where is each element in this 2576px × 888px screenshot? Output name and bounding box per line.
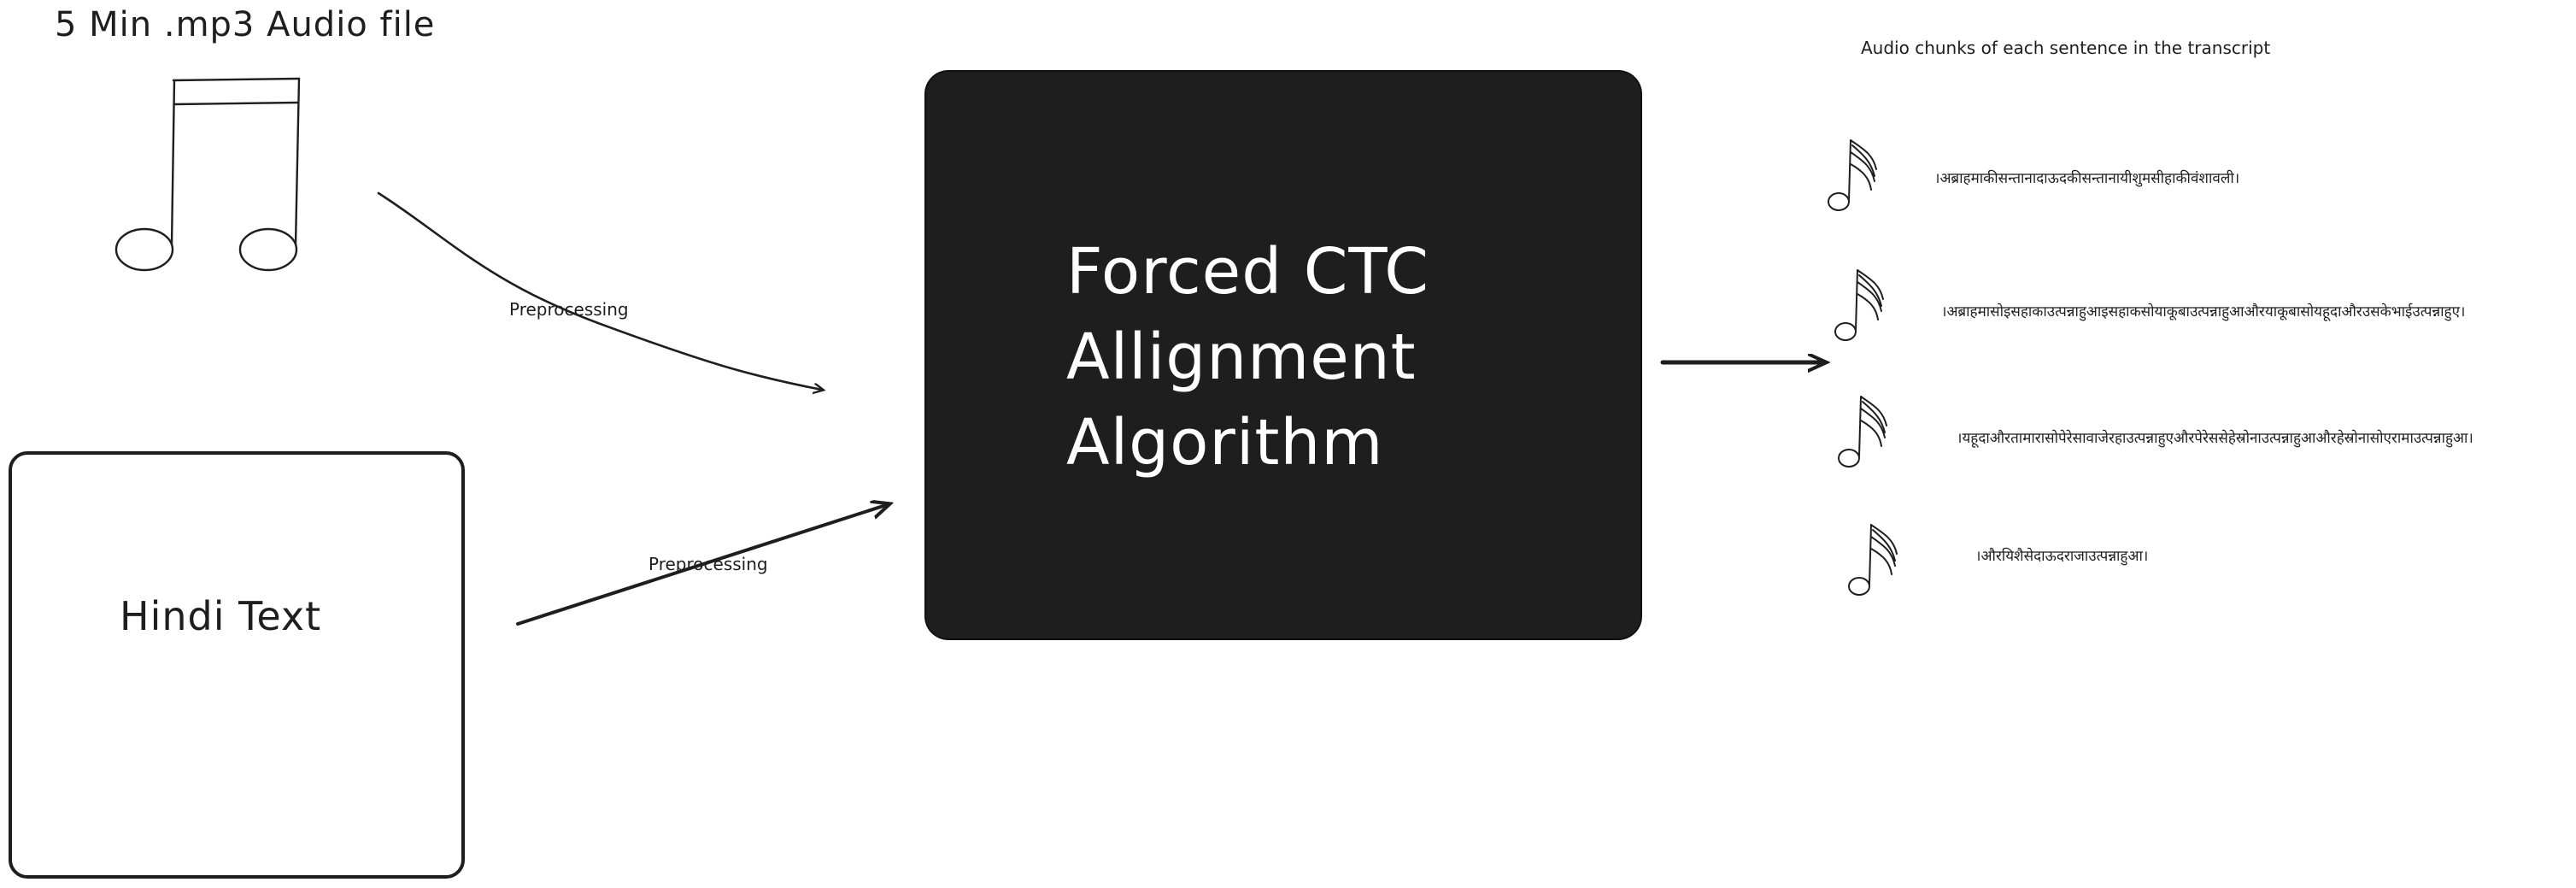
output-title: Audio chunks of each sentence in the tra… bbox=[1861, 38, 2271, 58]
text-to-algorithm-arrow bbox=[516, 504, 889, 626]
music-note-icon bbox=[1848, 524, 1898, 596]
algorithm-title-line: Forced CTC bbox=[1066, 235, 1429, 309]
chunk-note-icons bbox=[1828, 139, 1898, 596]
chunk-sentence: ।औरयिशैसेदाऊदराजाउत्पन्नाहुआ। bbox=[1975, 548, 2149, 565]
chunk-sentence: ।यहूदाऔरतामारासोपेरेसावाजेरहाउत्पन्नाहुए… bbox=[1957, 430, 2473, 447]
algorithm-box bbox=[926, 72, 1640, 638]
music-note-icon bbox=[114, 77, 301, 272]
music-note-icon bbox=[1834, 269, 1884, 341]
audio-file-title: 5 Min .mp3 Audio file bbox=[55, 5, 436, 44]
audio-edge-label: Preprocessing bbox=[509, 299, 629, 320]
algorithm-title-line: Allignment bbox=[1066, 321, 1417, 394]
chunk-sentence: ।अब्राहमासोइसहाकाउत्पन्नाहुआइसहाकसोयाकूब… bbox=[1941, 303, 2466, 321]
audio-to-algorithm-arrow bbox=[377, 191, 822, 390]
music-note-icon bbox=[1838, 396, 1887, 468]
hindi-text-label: Hindi Text bbox=[120, 593, 322, 639]
algorithm-title-line: Algorithm bbox=[1066, 406, 1384, 479]
text-edge-label: Preprocessing bbox=[648, 554, 768, 574]
music-note-icon bbox=[1828, 139, 1877, 211]
algorithm-title: Forced CTC Allignment Algorithm bbox=[1066, 229, 1429, 485]
chunk-sentence: ।अब्राहमाकीसन्तानादाऊदकीसन्तानायीशुमसीहा… bbox=[1934, 170, 2240, 187]
hindi-text-box bbox=[9, 451, 465, 879]
